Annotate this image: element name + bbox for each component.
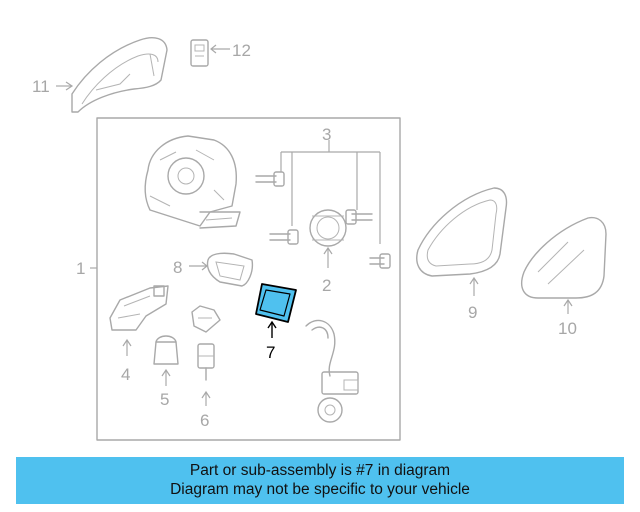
callout-3: 3 (322, 125, 331, 144)
part-3-screws[interactable] (255, 140, 391, 269)
part-9-mirror-frame[interactable] (416, 187, 508, 277)
part-12-clip[interactable] (190, 39, 209, 67)
part-7-gasket[interactable] (255, 283, 297, 323)
part-4-bracket[interactable] (109, 285, 169, 331)
part-8-lamp-housing[interactable] (206, 252, 254, 287)
callout-5: 5 (160, 390, 169, 409)
assembly-frame-1 (96, 117, 401, 441)
part-5-socket[interactable] (153, 335, 179, 365)
part-10-mirror-glass[interactable] (520, 216, 607, 299)
callout-12: 12 (232, 41, 251, 60)
retainer-clip[interactable] (191, 305, 221, 333)
callout-10: 10 (558, 319, 577, 338)
banner-line-2: Diagram may not be specific to your vehi… (170, 481, 470, 498)
callout-1: 1 (76, 259, 85, 278)
banner-line-1: Part or sub-assembly is #7 in diagram (189, 462, 451, 479)
wiring-harness[interactable] (305, 319, 359, 423)
callout-2: 2 (322, 276, 331, 295)
callout-7: 7 (266, 343, 275, 362)
part-6-bulb[interactable] (197, 343, 215, 381)
callout-4: 4 (121, 365, 130, 384)
part-11-mirror-cover[interactable] (71, 37, 168, 113)
callout-8: 8 (173, 258, 182, 277)
mirror-base-housing[interactable] (144, 135, 241, 229)
info-banner: Part or sub-assembly is #7 in diagram Di… (16, 457, 624, 504)
part-2-pivot[interactable] (309, 209, 347, 247)
callout-11: 11 (32, 77, 50, 96)
callout-9: 9 (468, 303, 477, 322)
callout-6: 6 (200, 411, 209, 430)
